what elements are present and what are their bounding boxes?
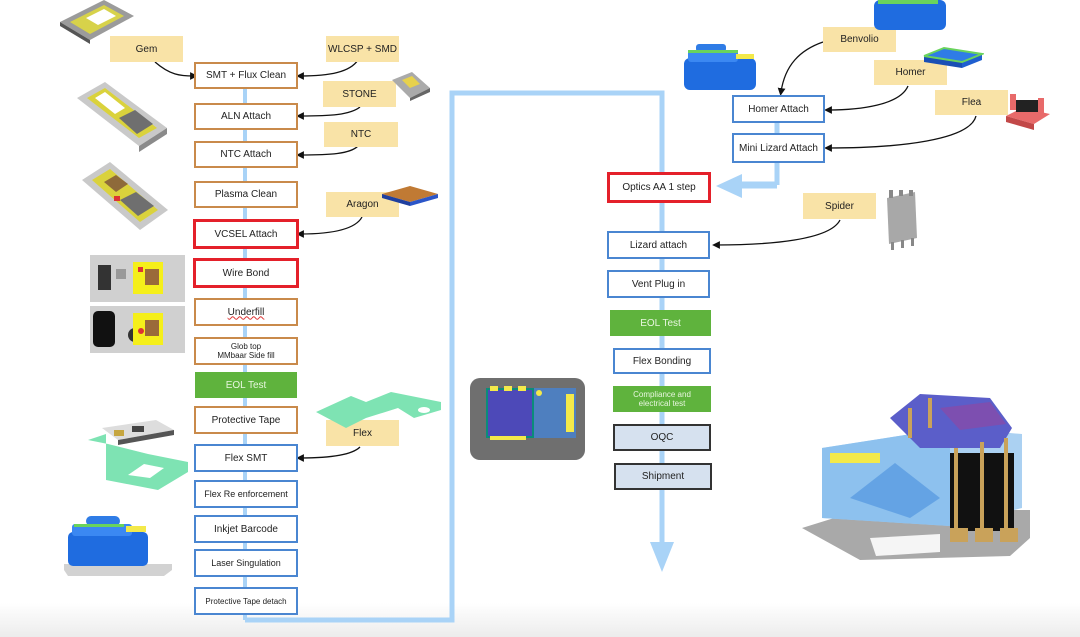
ntc-arrow bbox=[296, 145, 359, 159]
step-homer-attach[interactable]: Homer Attach bbox=[732, 95, 825, 123]
homer-arrow bbox=[824, 85, 909, 114]
blue-module-image bbox=[64, 516, 172, 576]
step-flex-bonding[interactable]: Flex Bonding bbox=[613, 348, 711, 374]
tag-gem: Gem bbox=[110, 36, 183, 62]
tag-ntc: NTC bbox=[324, 122, 398, 147]
step-vcsel-attach[interactable]: VCSEL Attach bbox=[193, 219, 299, 249]
final-assembly-image bbox=[802, 394, 1030, 560]
stone-component-image bbox=[392, 72, 430, 101]
vcsel-top-view-image bbox=[90, 255, 185, 302]
step-compliance-test[interactable]: Compliance and electrical test bbox=[613, 386, 711, 412]
benvolio-module-image bbox=[874, 0, 946, 30]
step-lizard-attach[interactable]: Lizard attach bbox=[607, 231, 710, 259]
homer-module-image bbox=[684, 44, 756, 90]
flex-assembly-image bbox=[88, 420, 188, 490]
step-underfill[interactable]: Underfill bbox=[194, 298, 298, 326]
step-compliance-line1: Compliance and bbox=[633, 390, 691, 399]
step-shipment[interactable]: Shipment bbox=[614, 463, 712, 490]
step-aln-attach[interactable]: ALN Attach bbox=[194, 103, 298, 130]
step-wire-bond[interactable]: Wire Bond bbox=[193, 258, 299, 288]
gem-arrow bbox=[154, 61, 198, 80]
aln-substrate-image bbox=[77, 82, 167, 152]
tag-benvolio: Benvolio bbox=[823, 27, 896, 52]
step-vent-plug-in[interactable]: Vent Plug in bbox=[607, 270, 710, 298]
tag-flex: Flex bbox=[326, 420, 399, 446]
optics-top-view-image bbox=[470, 378, 585, 460]
aragon-component-image bbox=[382, 186, 438, 206]
step-underfill-label: Underfill bbox=[227, 306, 265, 318]
step-protective-tape[interactable]: Protective Tape bbox=[194, 406, 298, 434]
stone-arrow bbox=[296, 106, 361, 120]
tag-wlcsp-smd: WLCSP + SMD bbox=[326, 36, 399, 62]
step-eol-test-right[interactable]: EOL Test bbox=[610, 310, 711, 336]
gem-substrate-image bbox=[60, 0, 134, 44]
bottom-fade bbox=[0, 603, 1080, 637]
flea-part-image bbox=[1006, 94, 1050, 130]
step-glob-top[interactable]: Glob top MMbaar Side fill bbox=[194, 337, 298, 365]
loop-connector bbox=[245, 90, 665, 623]
spider-part-image bbox=[887, 190, 917, 250]
step-compliance-line2: electrical test bbox=[638, 399, 686, 408]
step-inkjet-barcode[interactable]: Inkjet Barcode bbox=[194, 515, 298, 543]
step-flex-reenforcement[interactable]: Flex Re enforcement bbox=[194, 480, 298, 508]
step-ntc-attach[interactable]: NTC Attach bbox=[194, 141, 298, 168]
step-protective-tape-detach[interactable]: Protective Tape detach bbox=[194, 587, 298, 615]
optics-arrowhead bbox=[716, 174, 742, 198]
step-flex-smt[interactable]: Flex SMT bbox=[194, 444, 298, 472]
step-eol-test-left[interactable]: EOL Test bbox=[195, 372, 297, 398]
step-smt-flux-clean[interactable]: SMT + Flux Clean bbox=[194, 62, 298, 89]
step-mini-lizard-attach[interactable]: Mini Lizard Attach bbox=[732, 133, 825, 163]
flex-arrow bbox=[296, 446, 361, 462]
tag-homer: Homer bbox=[874, 60, 947, 85]
benvolio-arrow bbox=[777, 41, 824, 96]
step-glob-top-line2: MMbaar Side fill bbox=[217, 351, 275, 360]
tag-flea: Flea bbox=[935, 90, 1008, 115]
aragon-arrow bbox=[296, 216, 363, 238]
homer-part-image bbox=[923, 46, 984, 68]
tag-spider: Spider bbox=[803, 193, 876, 219]
step-optics-aa[interactable]: Optics AA 1 step bbox=[607, 172, 711, 203]
step-oqc[interactable]: OQC bbox=[613, 424, 711, 451]
step-laser-singulation[interactable]: Laser Singulation bbox=[194, 549, 298, 577]
flex-part-image bbox=[316, 392, 441, 428]
ntc-substrate-image bbox=[82, 162, 168, 230]
wlcsp-arrow bbox=[296, 59, 359, 80]
step-glob-top-line1: Glob top bbox=[230, 342, 262, 351]
flea-arrow bbox=[824, 115, 977, 152]
spider-arrow bbox=[712, 219, 841, 249]
down-arrowhead bbox=[650, 542, 674, 572]
wirebond-top-view-image bbox=[90, 306, 185, 353]
step-plasma-clean[interactable]: Plasma Clean bbox=[194, 181, 298, 208]
tag-stone: STONE bbox=[323, 81, 396, 107]
